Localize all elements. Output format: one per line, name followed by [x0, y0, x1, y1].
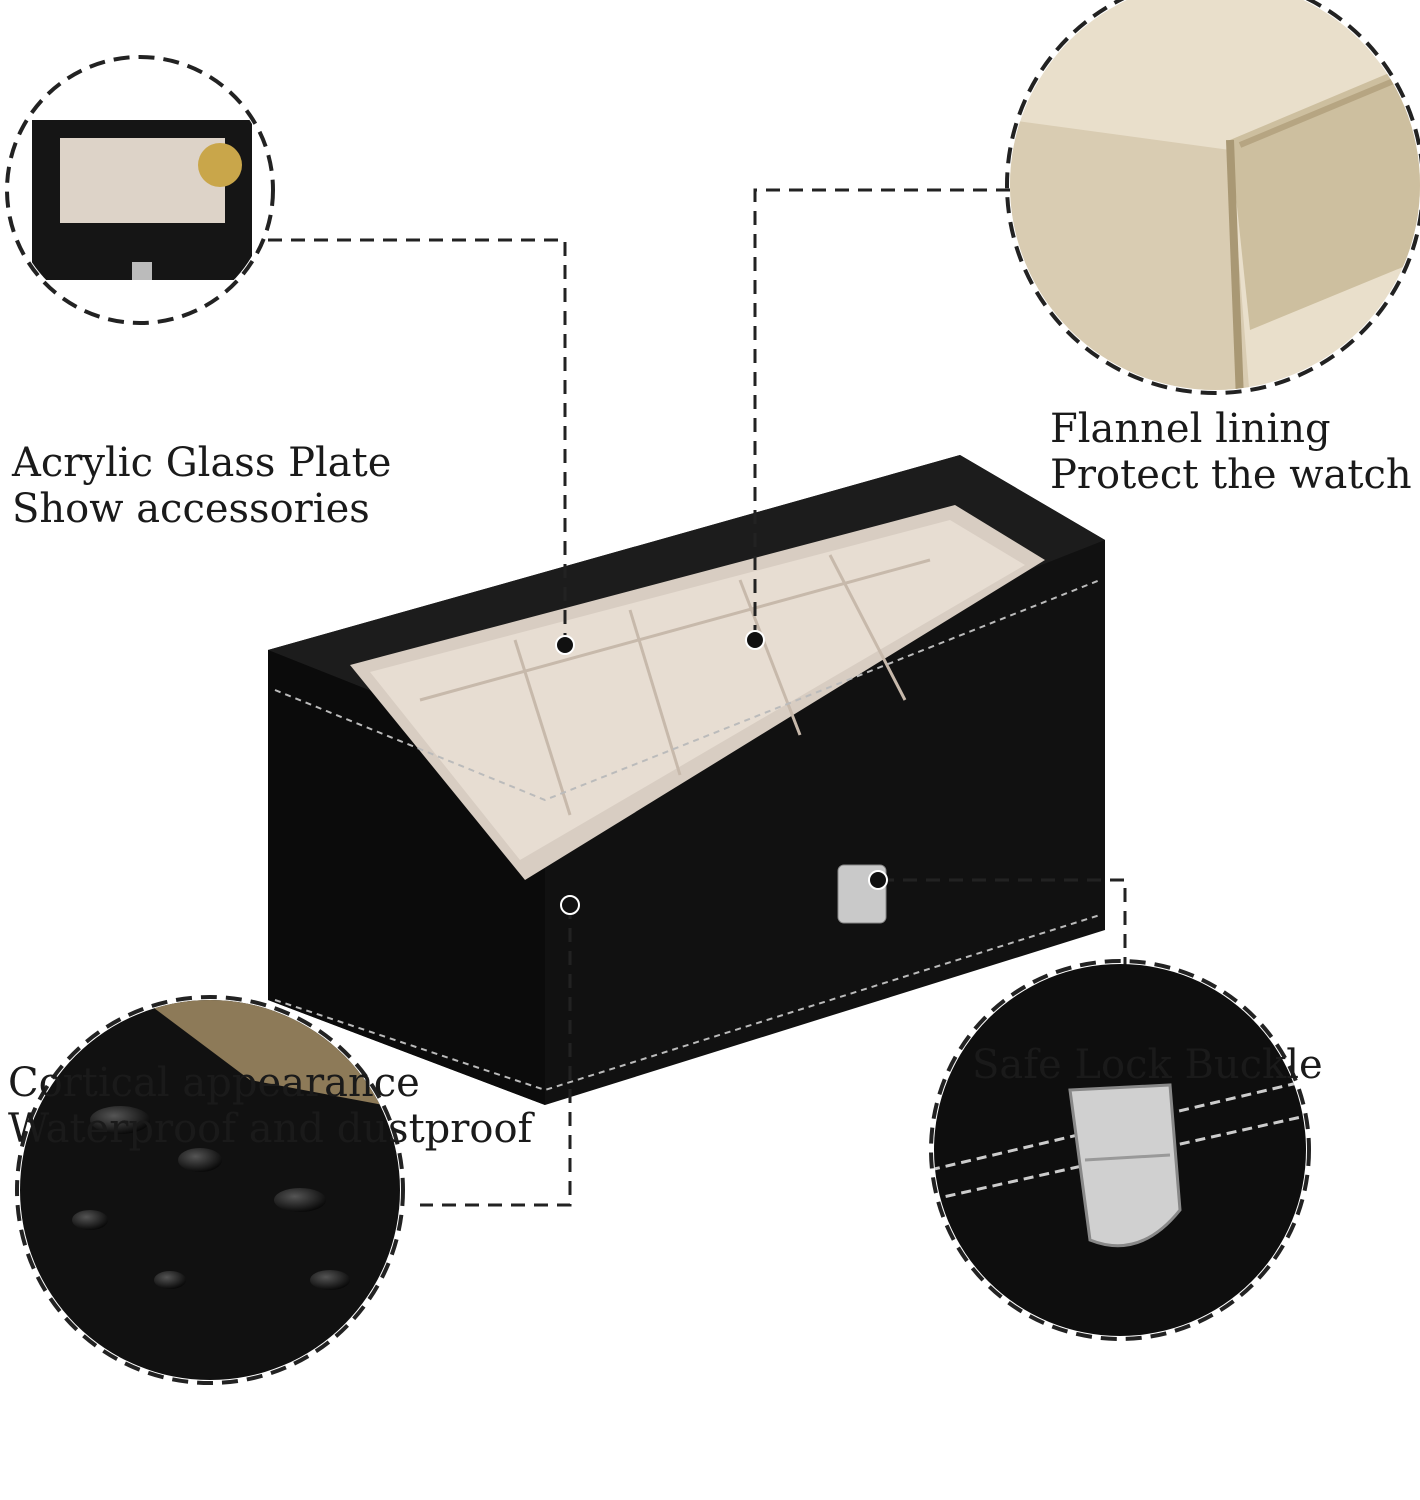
- detail-circle-leather: [15, 995, 405, 1385]
- caption-line: Safe Lock Buckle: [972, 1042, 1323, 1088]
- caption-line: Acrylic Glass Plate: [12, 440, 392, 486]
- caption-line: Flannel lining: [1050, 406, 1331, 452]
- detail-circle-lock: [929, 959, 1311, 1341]
- caption-glass-plate: Acrylic Glass Plate Show accessories: [12, 440, 391, 532]
- watch-box: [268, 455, 1105, 1105]
- caption-line: Cortical appearance: [8, 1060, 420, 1106]
- caption-flannel-lining: Flannel lining Protect the watch: [1050, 406, 1412, 498]
- detail-circle-glass-plate: [5, 55, 275, 325]
- caption-line: Protect the watch: [1050, 452, 1412, 498]
- caption-lock: Safe Lock Buckle: [972, 1042, 1323, 1088]
- caption-leather: Cortical appearance Waterproof and dustp…: [8, 1060, 532, 1152]
- caption-line: Waterproof and dustproof: [8, 1106, 533, 1152]
- detail-circle-flannel-lining: [1005, 0, 1420, 395]
- callout-lines: [268, 188, 1127, 1207]
- caption-line: Show accessories: [12, 486, 370, 532]
